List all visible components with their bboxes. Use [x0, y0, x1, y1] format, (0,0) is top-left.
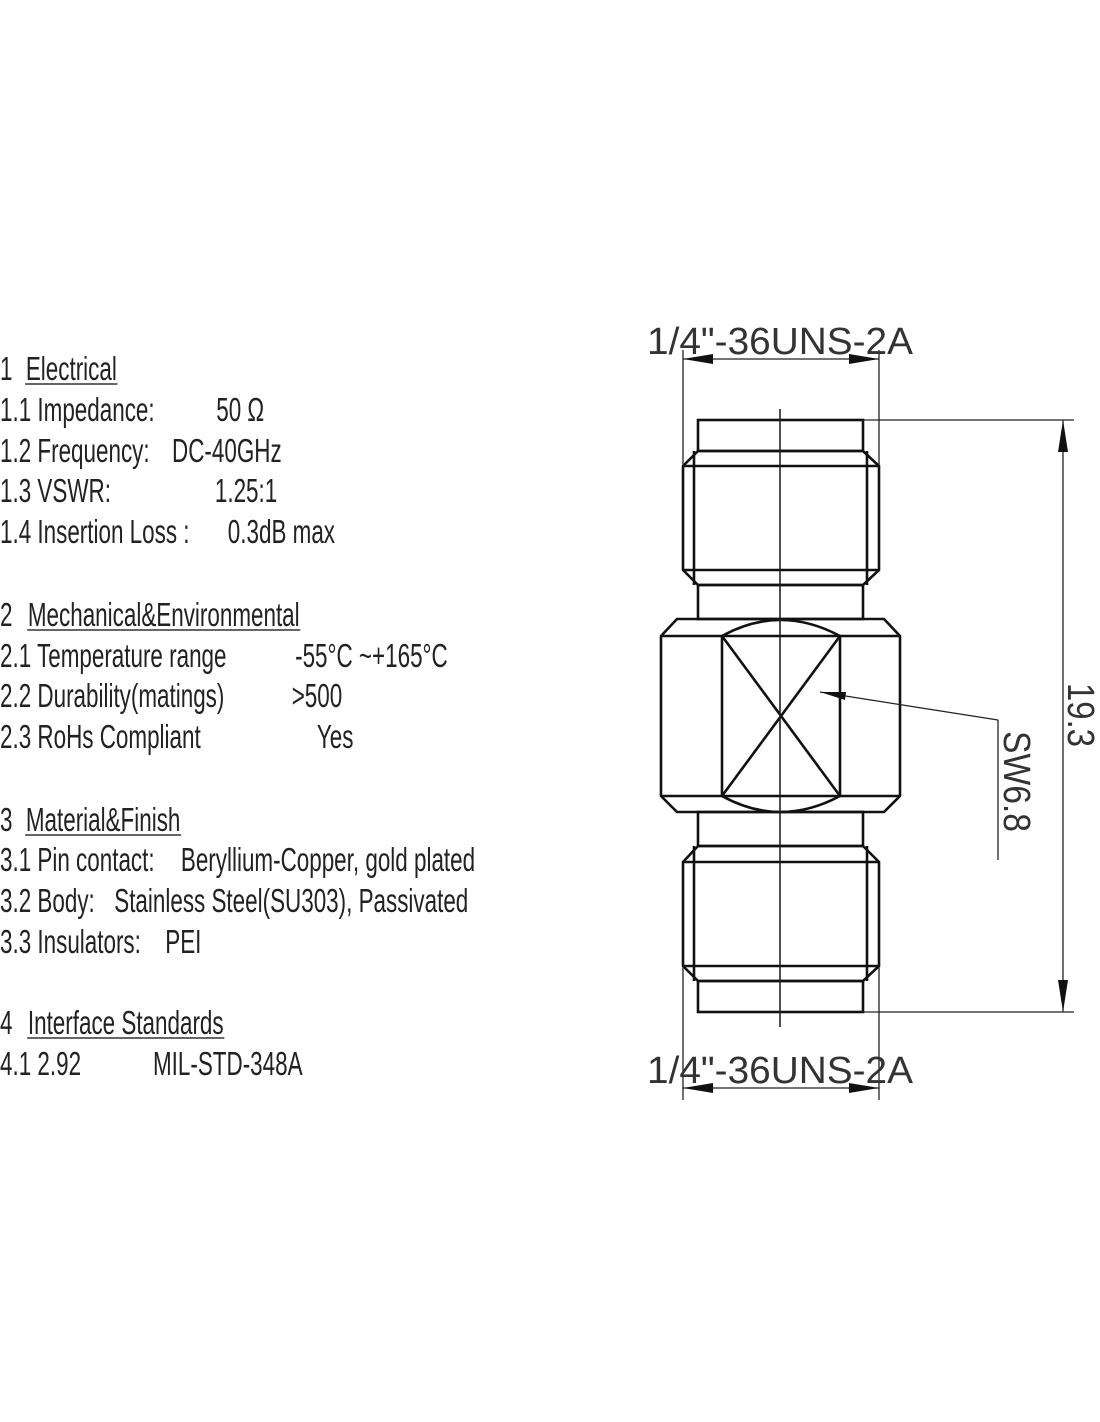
spec-label: 1.1 Impedance: — [0, 391, 155, 428]
spec-label: 1.3 VSWR: — [0, 472, 111, 509]
spec-section-mechanical: 2 Mechanical&Environmental 2.1 Temperatur… — [0, 596, 448, 755]
arrowhead — [1058, 420, 1068, 452]
connector-outline — [659, 409, 902, 1027]
spec-line: 3.1 Pin contact: Beryllium-Copper, gold p… — [0, 841, 475, 878]
section-number: 1 — [0, 350, 12, 387]
spec-line: 1.4 Insertion Loss : 0.3dB max — [0, 513, 335, 550]
section-title: Mechanical&Environmental — [28, 596, 300, 633]
spec-line: 2.2 Durability(matings) >500 — [0, 677, 342, 714]
arrowhead — [820, 692, 846, 700]
spec-section-material: 3 Material&Finish 3.1 Pin contact: Berylli… — [0, 801, 475, 960]
thread-spec-top: 1/4"-36UNS-2A — [647, 321, 914, 363]
dimension-hex-size: SW6.8 — [819, 691, 1037, 860]
hex-size-value: SW6.8 — [995, 731, 1037, 832]
section-number: 3 — [0, 801, 12, 838]
spec-value: -55°C ~+165°C — [295, 637, 448, 674]
spec-value: PEI — [165, 923, 201, 960]
spec-section-interface: 4 Interface Standards 4.1 2.92 MIL-STD-348… — [0, 1004, 303, 1082]
spec-value: 0.3dB max — [228, 513, 335, 550]
spec-line: 3.3 Insulators: PEI — [0, 923, 201, 960]
spec-line: 1.1 Impedance: 50 Ω — [0, 391, 264, 428]
section-heading: 3 Material&Finish — [0, 801, 180, 838]
thread-spec-bottom: 1/4"-36UNS-2A — [647, 1050, 914, 1092]
spec-line: 4.1 2.92 MIL-STD-348A — [0, 1045, 303, 1082]
spec-label: 2.3 RoHs Compliant — [0, 718, 201, 755]
arrowhead — [1058, 980, 1068, 1012]
section-heading: 2 Mechanical&Environmental — [0, 596, 300, 633]
spec-line: 1.2 Frequency: DC-40GHz — [0, 432, 282, 469]
spec-value: >500 — [292, 677, 343, 714]
dimension-overall-length: 19.3 — [863, 419, 1100, 1013]
spec-value: DC-40GHz — [172, 432, 282, 469]
arrowhead — [683, 1083, 713, 1093]
spec-line: 2.1 Temperature range -55°C ~+165°C — [0, 637, 448, 674]
section-heading: 1 Electrical — [0, 350, 117, 387]
spec-label: 2.2 Durability(matings) — [0, 677, 224, 714]
spec-line: 2.3 RoHs Compliant Yes — [0, 718, 353, 755]
arrowhead — [849, 1083, 879, 1093]
section-number: 2 — [0, 596, 12, 633]
spec-value: 1.25:1 — [215, 472, 277, 509]
spec-label: 3.3 Insulators: — [0, 923, 141, 960]
section-title: Material&Finish — [26, 801, 181, 838]
section-number: 4 — [0, 1004, 12, 1041]
spec-label: 1.4 Insertion Loss : — [0, 513, 189, 550]
spec-section-electrical: 1 Electrical 1.1 Impedance: 50 Ω 1.2 Frequ… — [0, 350, 335, 550]
spec-value: 50 Ω — [216, 391, 264, 428]
spec-value: MIL-STD-348A — [153, 1045, 303, 1082]
spec-line: 1.3 VSWR: 1.25:1 — [0, 472, 277, 509]
spec-line: 3.2 Body: Stainless Steel(SU303), Passiva… — [0, 882, 468, 919]
section-title: Electrical — [26, 350, 117, 387]
spec-text: 1 Electrical 1.1 Impedance: 50 Ω 1.2 Frequ… — [0, 350, 475, 1082]
spec-label: 2.1 Temperature range — [0, 637, 227, 674]
section-title: Interface Standards — [28, 1004, 224, 1041]
spec-value: Stainless Steel(SU303), Passivated — [114, 882, 468, 919]
overall-length-value: 19.3 — [1059, 683, 1100, 747]
dimension-thread-bottom: 1/4"-36UNS-2A — [647, 966, 914, 1100]
arrowhead — [849, 354, 879, 364]
spec-label: 3.2 Body: — [0, 882, 95, 919]
spec-value: Yes — [317, 718, 354, 755]
section-heading: 4 Interface Standards — [0, 1004, 224, 1041]
spec-value: Beryllium-Copper, gold plated — [181, 841, 475, 878]
arrowhead — [683, 354, 713, 364]
spec-label: 3.1 Pin contact: — [0, 841, 155, 878]
dimension-thread-top: 1/4"-36UNS-2A — [647, 321, 914, 466]
spec-label: 4.1 2.92 — [0, 1045, 81, 1082]
spec-label: 1.2 Frequency: — [0, 432, 150, 469]
